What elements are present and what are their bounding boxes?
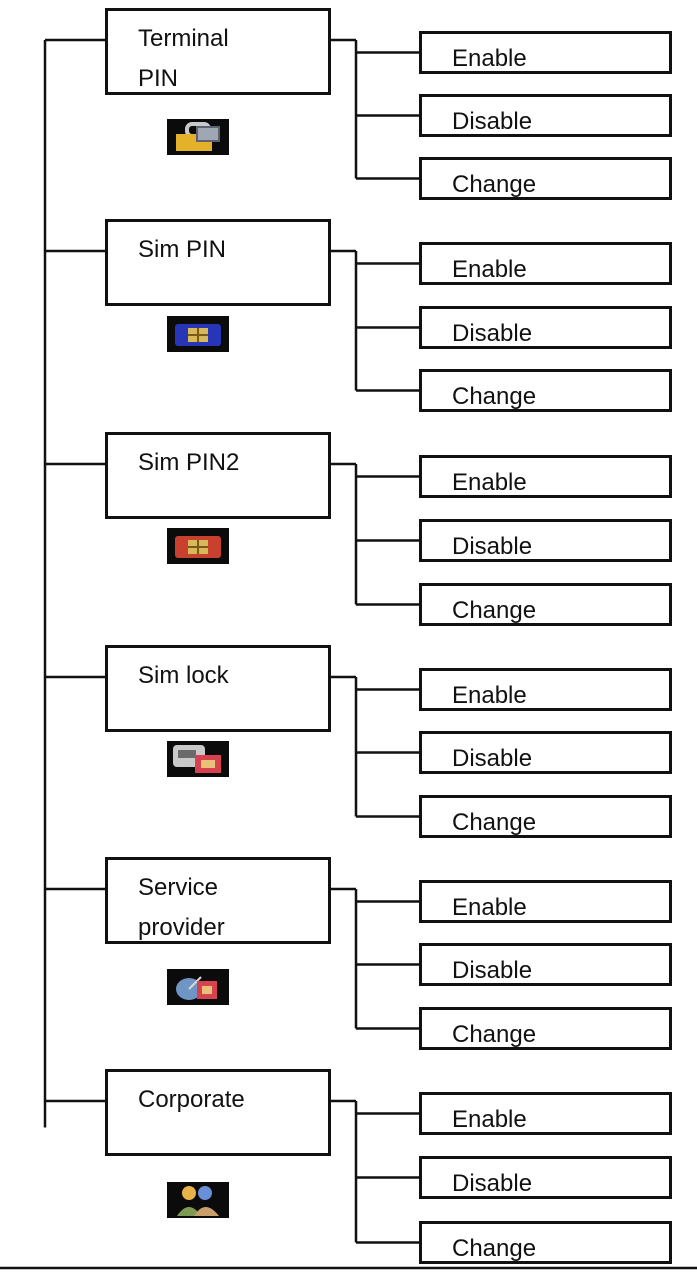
category-box-sim-pin2[interactable]: Sim PIN2 [105, 432, 331, 519]
enable-option[interactable]: Enable [419, 880, 672, 923]
satellite-dish-icon [167, 969, 229, 1005]
category-label: Sim PIN [138, 236, 227, 263]
disable-option[interactable]: Disable [419, 1156, 672, 1199]
category-box-terminal-pin[interactable]: Terminal PIN [105, 8, 331, 95]
category-label: Terminal PIN [138, 25, 229, 92]
disable-option[interactable]: Disable [419, 731, 672, 774]
category-box-service-provider[interactable]: Service provider [105, 857, 331, 944]
people-icon [167, 1182, 229, 1218]
enable-option[interactable]: Enable [419, 242, 672, 285]
disable-option[interactable]: Disable [419, 306, 672, 349]
category-label: Sim PIN2 [138, 449, 240, 476]
sim-card-red-icon [167, 528, 229, 564]
category-box-corporate[interactable]: Corporate [105, 1069, 331, 1156]
enable-option[interactable]: Enable [419, 31, 672, 74]
disable-option[interactable]: Disable [419, 943, 672, 986]
change-option[interactable]: Change [419, 1221, 672, 1264]
phone-lock-icon [167, 741, 229, 777]
disable-option[interactable]: Disable [419, 94, 672, 137]
category-box-sim-lock[interactable]: Sim lock [105, 645, 331, 732]
category-box-sim-pin[interactable]: Sim PIN [105, 219, 331, 306]
change-option[interactable]: Change [419, 369, 672, 412]
padlock-icon [167, 119, 229, 155]
category-label: Sim lock [138, 662, 229, 689]
category-label: Corporate [138, 1086, 245, 1113]
enable-option[interactable]: Enable [419, 455, 672, 498]
sim-card-blue-icon [167, 316, 229, 352]
category-label: Service provider [138, 874, 225, 941]
change-option[interactable]: Change [419, 795, 672, 838]
change-option[interactable]: Change [419, 583, 672, 626]
change-option[interactable]: Change [419, 157, 672, 200]
change-option[interactable]: Change [419, 1007, 672, 1050]
enable-option[interactable]: Enable [419, 668, 672, 711]
enable-option[interactable]: Enable [419, 1092, 672, 1135]
disable-option[interactable]: Disable [419, 519, 672, 562]
